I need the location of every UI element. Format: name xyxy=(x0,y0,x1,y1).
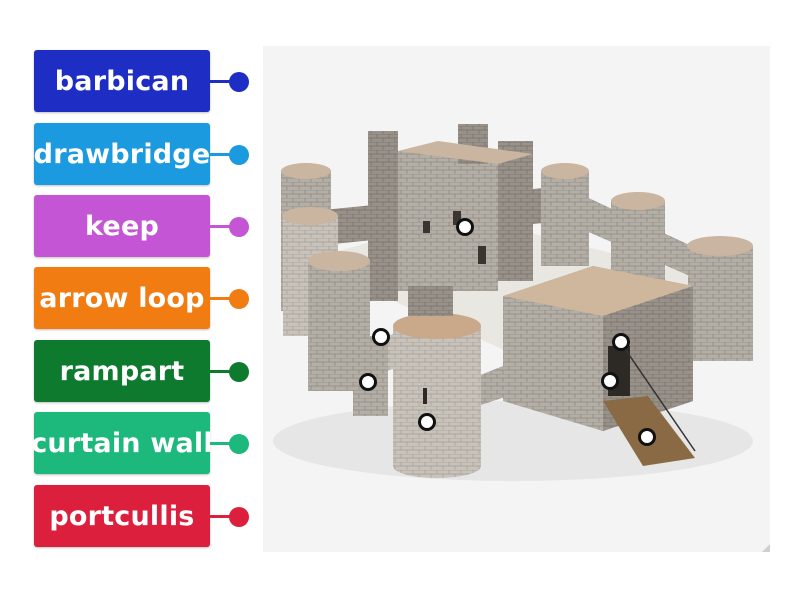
label-curtain-wall-handle[interactable] xyxy=(229,434,249,454)
drop-target-barbican-top[interactable] xyxy=(612,333,630,351)
connector-rampart xyxy=(210,370,240,373)
connector-portcullis xyxy=(210,515,240,518)
label-drawbridge[interactable]: drawbridge xyxy=(34,123,210,185)
label-drawbridge-handle[interactable] xyxy=(229,145,249,165)
label-portcullis[interactable]: portcullis xyxy=(34,485,210,547)
castle-illustration xyxy=(273,124,753,481)
drop-target-rampart-left[interactable] xyxy=(359,373,377,391)
label-barbican[interactable]: barbican xyxy=(34,50,210,112)
drop-target-keep-window[interactable] xyxy=(456,218,474,236)
diagram-image-area xyxy=(263,46,770,552)
connector-drawbridge xyxy=(210,153,240,156)
label-arrow-loop[interactable]: arrow loop xyxy=(34,267,210,329)
label-curtain-wall[interactable]: curtain wall xyxy=(31,412,213,474)
connector-curtain-wall xyxy=(210,442,240,445)
drop-target-drawbridge[interactable] xyxy=(638,428,656,446)
label-keep[interactable]: keep xyxy=(34,195,210,257)
label-portcullis-handle[interactable] xyxy=(229,507,249,527)
label-arrow-loop-handle[interactable] xyxy=(229,289,249,309)
resize-handle[interactable] xyxy=(762,544,770,552)
label-rampart[interactable]: rampart xyxy=(34,340,210,402)
label-keep-handle[interactable] xyxy=(229,217,249,237)
connector-arrow-loop xyxy=(210,297,240,300)
drop-target-curtain-wall-left[interactable] xyxy=(372,328,390,346)
label-list: barbican drawbridge keep arrow loop ramp… xyxy=(0,0,260,600)
label-rampart-handle[interactable] xyxy=(229,362,249,382)
drop-target-arrow-loop-tower[interactable] xyxy=(418,413,436,431)
connector-barbican xyxy=(210,80,240,83)
label-barbican-handle[interactable] xyxy=(229,72,249,92)
drop-target-portcullis-gate[interactable] xyxy=(601,372,619,390)
connector-keep xyxy=(210,225,240,228)
